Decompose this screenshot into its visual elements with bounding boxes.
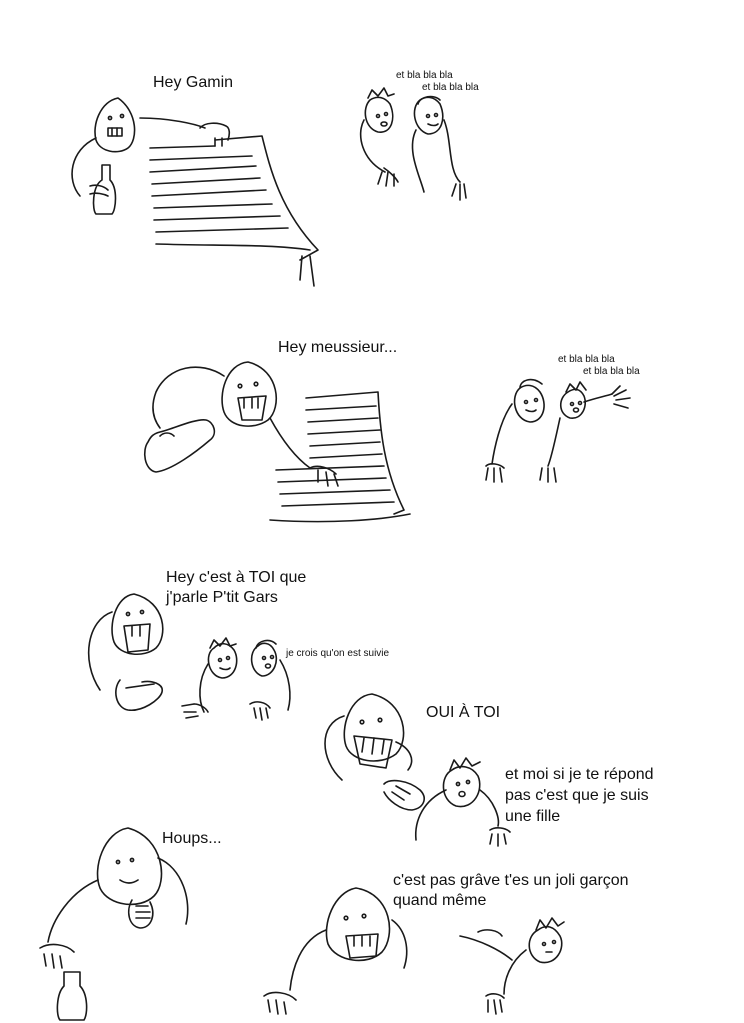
panel-4-boy [414, 757, 511, 847]
panel-2-couple [485, 378, 631, 483]
panel-1-chatter-1: et bla bla bla [396, 70, 453, 81]
panel-3-whisper: je crois qu'on est suivie [286, 648, 390, 659]
panel-3-drunk-man [87, 593, 164, 711]
panel-2-chatter-2: et bla bla bla [583, 366, 640, 377]
panel-4-reply-line-1: et moi si je te répond [505, 766, 654, 783]
panel-1-chatter-2: et bla bla bla [422, 82, 479, 93]
panel-5-speech: Houps... [162, 830, 222, 847]
panel-5-second-man [263, 887, 513, 1015]
panel-2-speech: Hey meussieur... [278, 339, 398, 356]
panel-5-drunk-man [39, 827, 189, 1021]
panel-1-speech: Hey Gamin [153, 74, 234, 91]
panel-5-reply-line-2: quand même [393, 892, 487, 909]
panel-3-speech-line-2: j'parle P'tit Gars [166, 589, 278, 606]
panel-4-reply-line-2: pas c'est que je suis [505, 787, 649, 804]
panel-2-drunk-man [143, 361, 339, 487]
panel-4-drunk-man [324, 693, 425, 811]
panel-1-drunk-man [71, 97, 231, 215]
panel-2-chatter-1: et bla bla bla [558, 354, 615, 365]
panel-2-bench [269, 391, 411, 523]
panel-5-boy [485, 917, 565, 1015]
panel-3-speech-line-1: Hey c'est à TOI que [166, 569, 307, 586]
panel-1-couple [359, 87, 467, 201]
panel-5-reply-line-1: c'est pas grâve t'es un joli garçon [393, 872, 629, 889]
panel-4-reply-line-3: une fille [505, 808, 561, 825]
panel-1-bench [149, 135, 319, 287]
panel-3-couple [181, 637, 291, 721]
panel-4-speech: OUI À TOI [426, 704, 501, 721]
